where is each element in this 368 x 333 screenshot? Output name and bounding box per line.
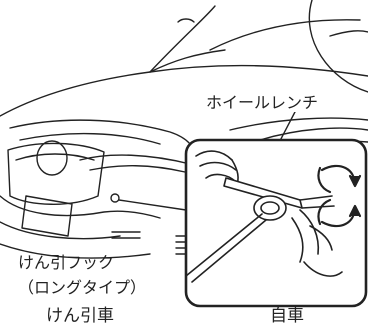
- car-front-illustration: [0, 0, 368, 259]
- rotate-arrows-icon: [317, 164, 362, 228]
- towing-vehicle-label: けん引車: [46, 306, 114, 326]
- callout-pointer-line: [118, 199, 187, 211]
- wheel-wrench: [185, 177, 335, 283]
- tow-hook-label: けん引フック: [18, 253, 115, 272]
- wheel-wrench-label: ホイールレンチ: [204, 93, 321, 112]
- right-hand: [291, 209, 343, 277]
- tow-hook-type-label: （ロングタイプ）: [18, 278, 147, 297]
- own-vehicle-label: 自車: [270, 306, 304, 326]
